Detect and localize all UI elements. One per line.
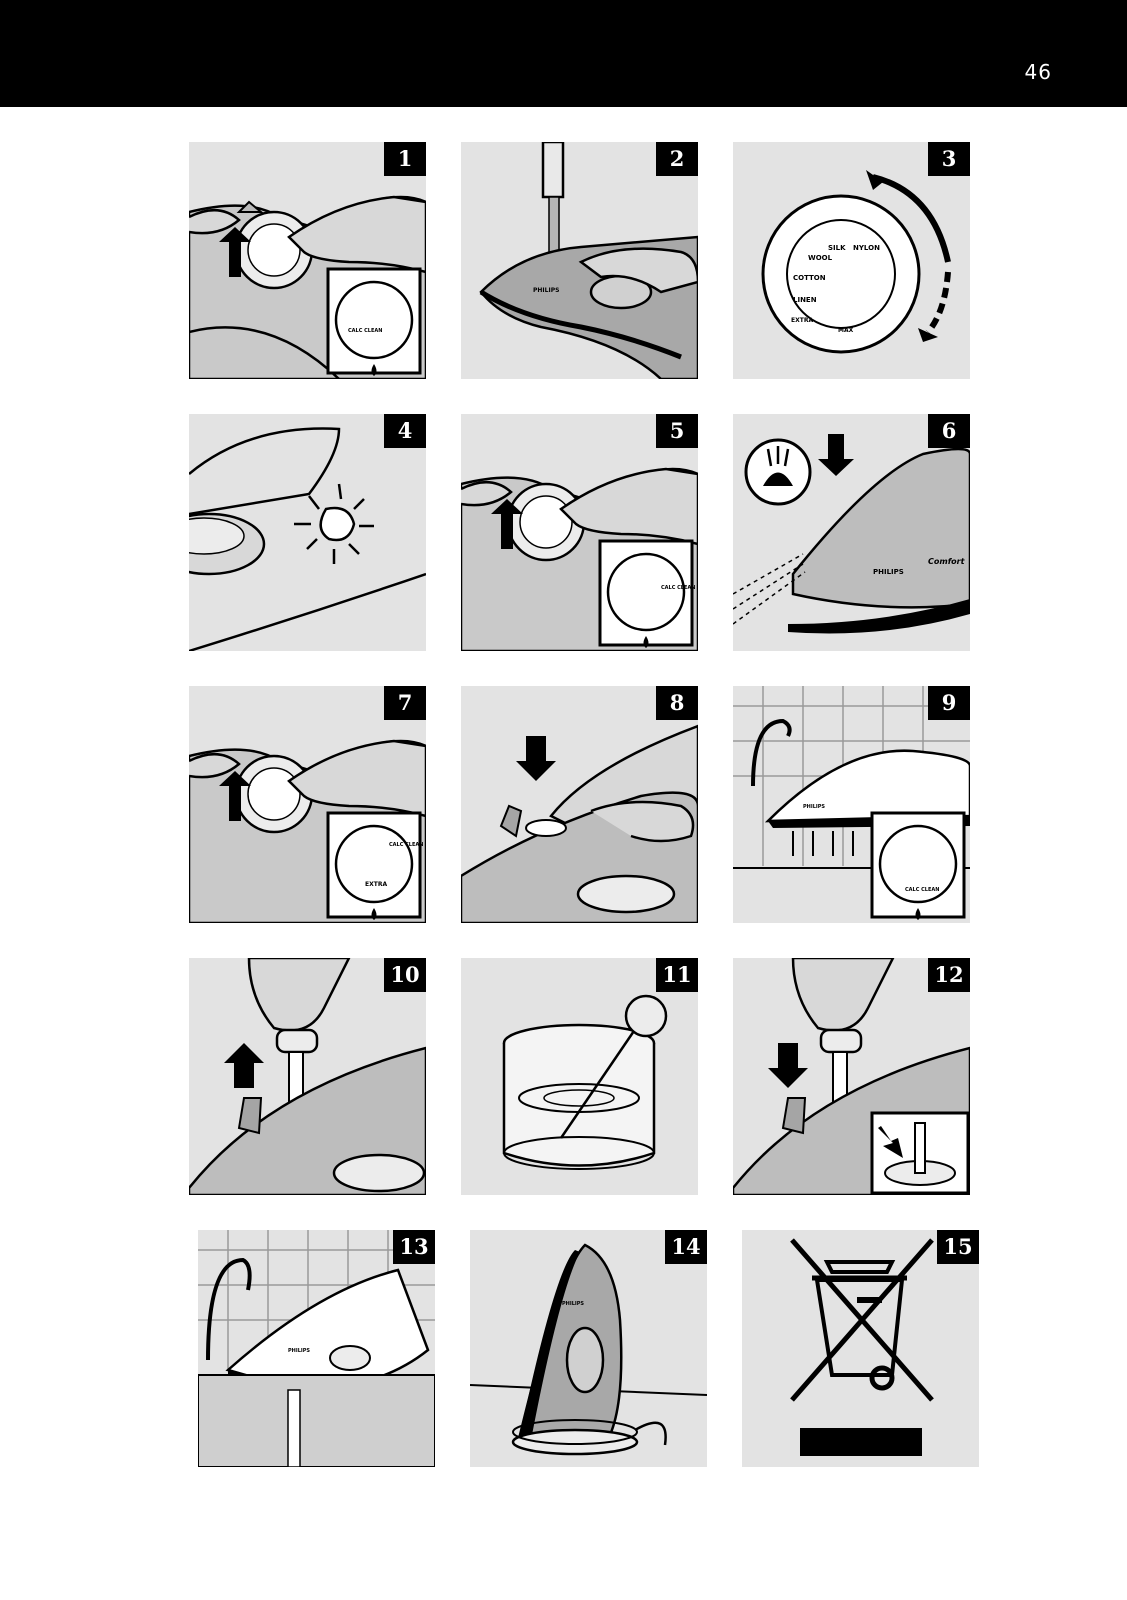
calc-clean-label: CALC CLEAN bbox=[905, 887, 939, 893]
dial-label-extra: EXTRA bbox=[791, 317, 813, 324]
step-number-badge: 3 bbox=[928, 142, 970, 176]
model-label: Comfort bbox=[928, 557, 966, 566]
step-number-badge: 7 bbox=[384, 686, 426, 720]
illustration-remove-anti-calc-pin bbox=[189, 958, 426, 1195]
instruction-panel-4: 4 bbox=[189, 414, 426, 651]
dial-label-nylon: NYLON bbox=[853, 244, 880, 252]
calc-clean-label: CALC CLEAN bbox=[348, 328, 382, 334]
step-number-badge: 9 bbox=[928, 686, 970, 720]
instruction-panel-2: PHILIPS 2 bbox=[461, 142, 698, 379]
instruction-panel-1: CALC CLEAN 1 bbox=[189, 142, 426, 379]
calc-clean-label: CALC CLEAN bbox=[661, 585, 695, 591]
instruction-panel-12: 12 bbox=[733, 958, 970, 1195]
step-number-badge: 12 bbox=[928, 958, 970, 992]
illustration-spray: PHILIPS Comfort bbox=[733, 434, 970, 634]
dial-label-silk: SILK bbox=[828, 244, 846, 252]
instruction-panel-15: 15 bbox=[742, 1230, 979, 1467]
brand-label: PHILIPS bbox=[533, 287, 559, 294]
step-number-badge: 5 bbox=[656, 414, 698, 448]
step-number-badge: 15 bbox=[937, 1230, 979, 1264]
instruction-panel-11: 11 bbox=[461, 958, 698, 1195]
step-number-badge: 10 bbox=[384, 958, 426, 992]
step-number-badge: 13 bbox=[393, 1230, 435, 1264]
instruction-panel-14: PHILIPS 14 bbox=[470, 1230, 707, 1467]
calc-clean-label: CALC CLEAN bbox=[389, 842, 423, 848]
dial-label-cotton: COTTON bbox=[793, 274, 826, 282]
illustration-temperature-light bbox=[189, 427, 426, 651]
step-number-badge: 6 bbox=[928, 414, 970, 448]
illustration-fill-water: PHILIPS bbox=[479, 142, 698, 379]
step-number-badge: 2 bbox=[656, 142, 698, 176]
dial-label-max: MAX bbox=[838, 327, 854, 334]
instruction-panel-9: PHILIPS CALC CLEAN 9 bbox=[733, 686, 970, 923]
step-number-badge: 14 bbox=[665, 1230, 707, 1264]
crossed-out-wheelie-bin-icon bbox=[790, 1238, 934, 1456]
illustration-press-button bbox=[461, 724, 698, 923]
illustration-open-calc-clean-dial: CALC CLEAN bbox=[461, 467, 698, 651]
instruction-panel-5: CALC CLEAN 5 bbox=[461, 414, 698, 651]
illustration-pin-in-vinegar bbox=[502, 994, 668, 1170]
step-number-badge: 8 bbox=[656, 686, 698, 720]
page-number: 46 bbox=[1024, 60, 1052, 84]
brand-label: PHILIPS bbox=[562, 1301, 584, 1307]
illustration-insert-anti-calc-pin bbox=[733, 958, 970, 1195]
instruction-panel-10: 10 bbox=[189, 958, 426, 1195]
illustration-temperature-dial: NYLON SILK WOOL COTTON LINEN EXTRA MAX bbox=[761, 170, 951, 354]
step-number-badge: 1 bbox=[384, 142, 426, 176]
illustration-empty-water-tank: PHILIPS bbox=[198, 1230, 435, 1467]
extra-label: EXTRA bbox=[365, 881, 387, 888]
instruction-panel-6: PHILIPS Comfort 6 bbox=[733, 414, 970, 651]
instruction-panel-3: NYLON SILK WOOL COTTON LINEN EXTRA MAX 3 bbox=[733, 142, 970, 379]
instruction-panel-8: 8 bbox=[461, 686, 698, 923]
step-number-badge: 4 bbox=[384, 414, 426, 448]
instruction-panel-7: CALC CLEAN EXTRA 7 bbox=[189, 686, 426, 923]
brand-label: PHILIPS bbox=[873, 568, 904, 576]
illustration-set-extra: CALC CLEAN EXTRA bbox=[189, 739, 426, 923]
illustration-store-upright: PHILIPS bbox=[470, 1243, 707, 1456]
dial-label-wool: WOOL bbox=[808, 254, 833, 262]
illustration-open-calc-clean-dial: CALC CLEAN bbox=[189, 195, 426, 379]
brand-label: PHILIPS bbox=[288, 1348, 310, 1354]
header-bar: 46 bbox=[0, 0, 1127, 107]
instruction-panel-13: PHILIPS 13 bbox=[198, 1230, 435, 1467]
dial-label-linen: LINEN bbox=[793, 296, 817, 304]
step-number-badge: 11 bbox=[656, 958, 698, 992]
illustration-shake-over-sink: PHILIPS CALC CLEAN bbox=[733, 686, 970, 920]
brand-label: PHILIPS bbox=[803, 804, 825, 810]
